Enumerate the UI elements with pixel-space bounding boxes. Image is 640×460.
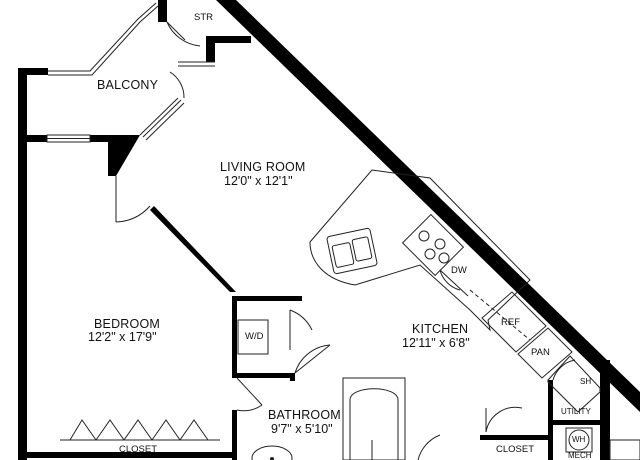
- doors: [60, 176, 576, 460]
- entry-closet-label: CLOSET: [496, 444, 535, 455]
- kitchen-counter: [309, 169, 531, 341]
- water-heater-icon: [568, 429, 590, 451]
- bedroom-dims: 12'2" x 17'9": [88, 330, 157, 344]
- refrigerator-label: REF: [501, 317, 520, 328]
- dishwasher-label: DW: [451, 265, 467, 276]
- bathtub: [342, 377, 406, 460]
- water-heater-box: [565, 427, 593, 453]
- bathroom-dims: 9'7" x 5'10": [271, 422, 333, 436]
- exterior-walls: [18, 0, 640, 460]
- adjacent-unit: [609, 439, 640, 460]
- bath-sink: [251, 445, 293, 460]
- kitchen-dims: 12'11" x 6'8": [402, 336, 470, 350]
- utility-label: UTILITY: [561, 407, 591, 416]
- washer-dryer-label: W/D: [245, 331, 264, 342]
- pantry-label: PAN: [531, 347, 550, 358]
- living-room-name: LIVING ROOM: [220, 160, 306, 174]
- balcony-label: BALCONY: [97, 78, 159, 92]
- balcony-outline: [48, 2, 215, 99]
- appliance-boxes: [481, 291, 601, 413]
- bathroom-name: BATHROOM: [268, 408, 341, 422]
- washer-dryer-box: [237, 319, 269, 355]
- interior-walls: [27, 206, 600, 460]
- bedroom-closet-label: CLOSET: [119, 444, 158, 455]
- kitchen-name: KITCHEN: [412, 322, 469, 336]
- storage-label: STR: [194, 12, 213, 23]
- mechanical-label: MECH: [568, 451, 592, 460]
- living-room-dims: 12'0" x 12'1": [224, 174, 293, 188]
- bath-drain: [270, 457, 274, 460]
- shower-label: SH: [580, 377, 592, 386]
- windows: [46, 97, 185, 143]
- water-heater-label: WH: [572, 435, 586, 444]
- bedroom-name: BEDROOM: [94, 317, 160, 331]
